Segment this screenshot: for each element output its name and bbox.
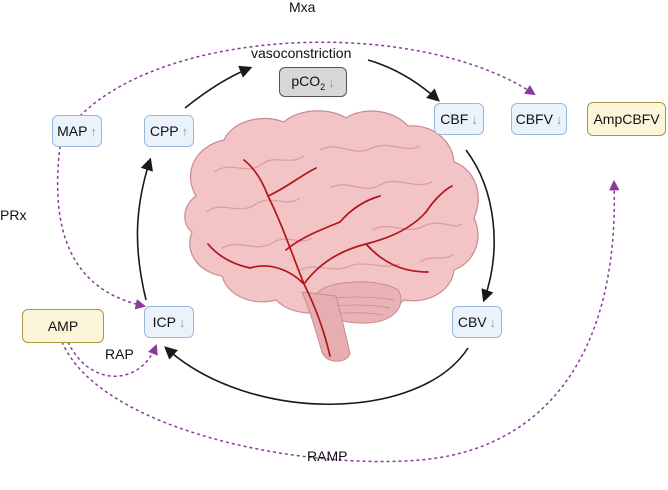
arrow-cpp-to-pco2	[184, 65, 253, 109]
down-arrow-icon: ↓	[489, 314, 497, 330]
node-cbf: CBF ↓	[434, 103, 484, 135]
node-pco2-label: pCO2	[291, 72, 326, 92]
node-map-label: MAP	[57, 123, 88, 139]
link-rap	[67, 341, 158, 377]
label-prx: PRx	[0, 207, 27, 223]
down-arrow-icon: ↓	[328, 74, 335, 90]
node-icp-label: ICP	[152, 314, 176, 330]
link-mxa	[79, 41, 536, 117]
label-ramp: RAMP	[307, 448, 348, 464]
down-arrow-icon: ↓	[471, 111, 478, 127]
node-cbfv-label: CBFV	[515, 111, 553, 127]
node-map: MAP ↑	[52, 115, 102, 147]
label-mxa: Mxa	[289, 0, 316, 15]
node-ampcbfv-label: AmpCBFV	[593, 111, 660, 127]
node-ampcbfv: AmpCBFV	[587, 102, 666, 136]
down-arrow-icon: ↓	[178, 314, 186, 330]
up-arrow-icon: ↑	[90, 123, 97, 139]
node-cbfv: CBFV ↓	[511, 103, 567, 135]
label-rap: RAP	[105, 346, 134, 362]
brain-icon	[184, 110, 479, 362]
down-arrow-icon: ↓	[555, 111, 563, 127]
link-prx	[56, 145, 147, 310]
node-amp-label: AMP	[47, 318, 79, 334]
arrow-pco2-to-cbf	[367, 59, 440, 102]
arrow-icp-to-cpp	[136, 157, 153, 301]
node-amp: AMP	[22, 309, 104, 343]
arrow-cbf-to-cbv	[465, 149, 495, 303]
node-cbf-label: CBF	[440, 111, 469, 127]
node-cbv: CBV ↓	[452, 306, 502, 338]
node-icp: ICP ↓	[144, 306, 194, 338]
node-cpp-label: CPP	[149, 123, 179, 139]
node-cpp: CPP ↑	[144, 115, 194, 147]
up-arrow-icon: ↑	[181, 123, 189, 139]
node-cbv-label: CBV	[457, 314, 487, 330]
arrow-cbv-to-icp	[164, 346, 469, 406]
node-pco2: pCO2 ↓	[279, 67, 347, 97]
label-vasoconstriction: vasoconstriction	[251, 45, 352, 61]
